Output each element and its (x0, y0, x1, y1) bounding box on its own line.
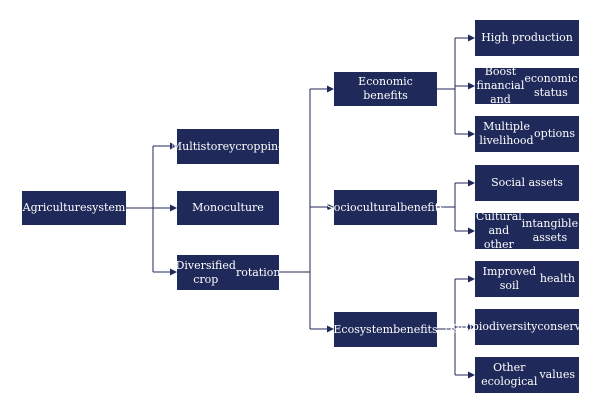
node-multistorey-cropping-line-2: cropping (235, 139, 286, 153)
node-social-assets-line-1: Social assets (491, 176, 563, 189)
node-other-ecological-values-line-2: values (539, 368, 575, 381)
node-social-assets: Social assets (475, 165, 579, 201)
node-diversified-crop-rotation-line-1: Diversified crop (175, 258, 236, 286)
node-agrobiodiversity: Agrobiodiversity conservation (445, 309, 600, 345)
node-cultural-intangible: Cultural and other intangible assets (475, 210, 579, 251)
node-improved-soil-health-line-2: health (539, 272, 575, 285)
node-agrobiodiversity-line-2: conservation (537, 320, 600, 333)
node-high-production: High production (475, 20, 579, 56)
node-economic-benefits: Economic benefits (334, 72, 437, 106)
node-agriculture-system-line-2: system (86, 201, 126, 214)
node-agriculture-system: Agriculture system (22, 191, 126, 225)
node-other-ecological-values: Other ecological values (475, 357, 579, 393)
node-cultural-intangible-line-2: intangible assets (521, 217, 579, 244)
node-diversified-crop-rotation-line-2: rotation (235, 265, 281, 279)
node-improved-soil-health: Improved soil health (475, 261, 579, 297)
node-boost-financial: Boost financial and economic status (475, 65, 579, 106)
node-ecosystem-benefits: Ecosystem benefits (333, 312, 438, 347)
node-monoculture: Monoculture (177, 191, 279, 225)
node-multiple-livelihood: Multiple livelihood options (475, 116, 579, 152)
node-multistorey-cropping: Multistorey cropping (171, 129, 285, 164)
node-diversified-crop-rotation: Diversified crop rotation (175, 255, 281, 290)
node-other-ecological-values-line-1: Other ecological (481, 361, 538, 388)
node-boost-financial-line-1: Boost financial and (476, 65, 525, 106)
node-agrobiodiversity-line-1: Agrobiodiversity (444, 320, 538, 333)
node-improved-soil-health-line-1: Improved soil (482, 265, 537, 292)
node-economic-benefits-line-1: Economic benefits (358, 75, 413, 102)
node-cultural-intangible-line-1: Cultural and other (475, 210, 522, 251)
node-sociocultural-benefits-line-2: benefits (400, 200, 445, 214)
node-boost-financial-line-2: economic status (524, 72, 578, 99)
node-high-production-line-1: High production (481, 31, 573, 44)
node-ecosystem-benefits-line-1: Ecosystem (333, 322, 394, 336)
node-sociocultural-benefits-line-1: Sociocultural (326, 200, 401, 214)
node-sociocultural-benefits: Sociocultural benefits (326, 190, 445, 225)
node-multiple-livelihood-line-1: Multiple livelihood (479, 120, 534, 147)
node-ecosystem-benefits-line-2: benefits (393, 322, 438, 336)
node-multistorey-cropping-line-1: Multistorey (170, 139, 236, 153)
node-agriculture-system-line-1: Agriculture (22, 201, 87, 214)
node-monoculture-line-1: Monoculture (192, 201, 264, 214)
node-multiple-livelihood-line-2: options (534, 127, 575, 140)
